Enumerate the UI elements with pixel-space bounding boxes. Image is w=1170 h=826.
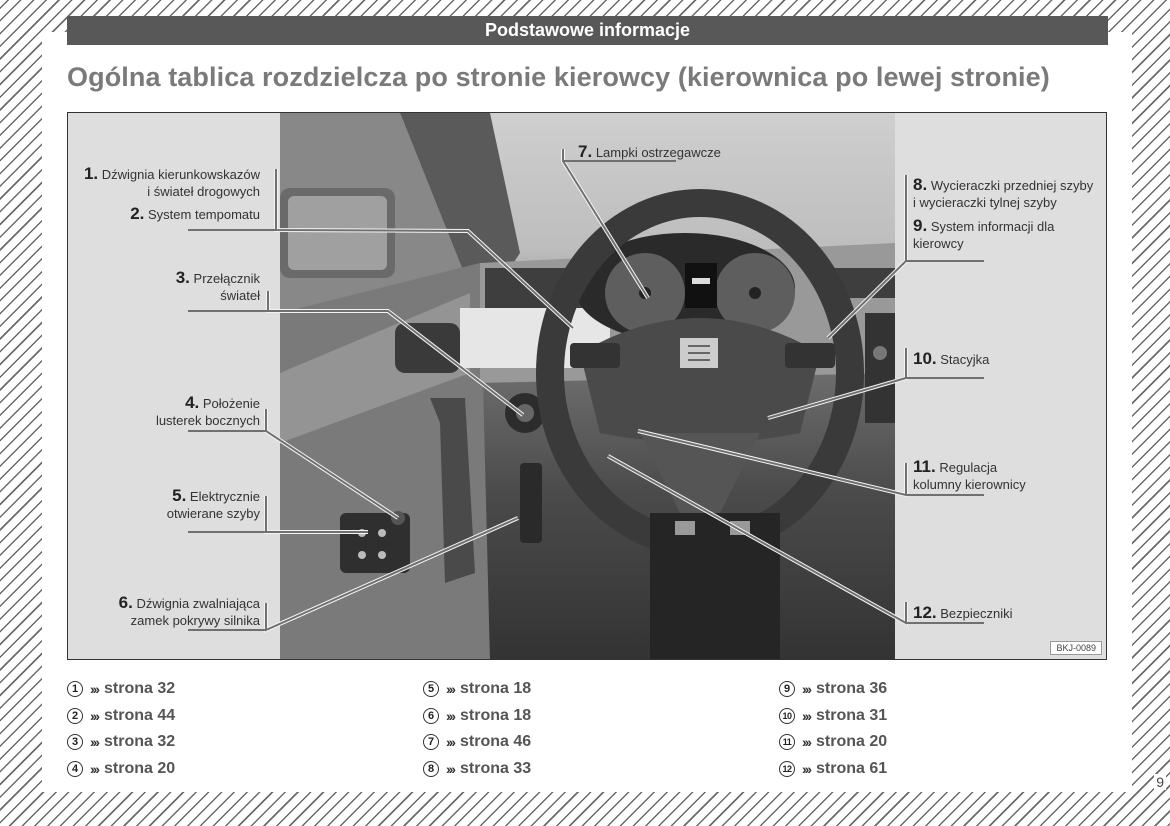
number-circle-icon: 11 <box>779 734 795 751</box>
callout-9: 9. System informacji dla kierowcy <box>913 216 1055 251</box>
link-arrows-icon: ››› <box>446 707 456 724</box>
reference-item[interactable]: 6 ››› strona 18 <box>423 703 531 730</box>
section-header: Podstawowe informacje <box>67 16 1108 45</box>
reference-link[interactable]: strona 44 <box>104 706 176 724</box>
number-circle-icon: 7 <box>423 734 439 751</box>
reference-item[interactable]: 1 ››› strona 32 <box>67 676 175 703</box>
number-circle-icon: 1 <box>67 681 83 698</box>
number-circle-icon: 2 <box>67 707 83 724</box>
reference-item[interactable]: 2 ››› strona 44 <box>67 703 175 730</box>
link-arrows-icon: ››› <box>90 734 100 751</box>
link-arrows-icon: ››› <box>446 760 456 777</box>
callout-1: 1. Dźwignia kierunkowskazów i świateł dr… <box>83 164 260 199</box>
link-arrows-icon: ››› <box>90 707 100 724</box>
number-circle-icon: 3 <box>67 734 83 751</box>
link-arrows-icon: ››› <box>802 760 812 777</box>
link-arrows-icon: ››› <box>446 734 456 751</box>
reference-item[interactable]: 4 ››› strona 20 <box>67 756 175 783</box>
dashboard-photo <box>280 113 895 659</box>
reference-link[interactable]: strona 46 <box>460 733 532 751</box>
callout-6: 6. Dźwignia zwalniająca zamek pokrywy si… <box>118 593 260 628</box>
callout-11: 11. Regulacja kolumny kierownicy <box>913 457 1026 492</box>
callout-10: 10. Stacyjka <box>913 349 990 368</box>
number-circle-icon: 4 <box>67 760 83 777</box>
callout-12: 12. Bezpieczniki <box>913 603 1013 622</box>
callout-8: 8. Wycieraczki przedniej szyby i wyciera… <box>913 175 1094 210</box>
callout-2: 2. System tempomatu <box>130 204 260 223</box>
callout-3: 3. Przełącznik świateł <box>175 268 260 303</box>
number-circle-icon: 8 <box>423 760 439 777</box>
reference-link[interactable]: strona 36 <box>816 680 888 698</box>
link-arrows-icon: ››› <box>802 681 812 698</box>
reference-link[interactable]: strona 18 <box>460 680 532 698</box>
callout-7: 7. Lampki ostrzegawcze <box>578 142 721 161</box>
reference-link[interactable]: strona 32 <box>104 733 176 751</box>
reference-column-2: 5 ››› strona 18 6 ››› strona 18 7 ››› st… <box>423 676 531 782</box>
number-circle-icon: 9 <box>779 681 795 698</box>
reference-item[interactable]: 9 ››› strona 36 <box>779 676 887 703</box>
reference-item[interactable]: 5 ››› strona 18 <box>423 676 531 703</box>
link-arrows-icon: ››› <box>802 707 812 724</box>
reference-item[interactable]: 11 ››› strona 20 <box>779 729 887 756</box>
number-circle-icon: 10 <box>779 707 795 724</box>
number-circle-icon: 12 <box>779 760 795 777</box>
reference-link[interactable]: strona 31 <box>816 706 888 724</box>
figure-code: BKJ-0089 <box>1050 641 1102 655</box>
dashboard-illustration <box>280 113 895 659</box>
reference-column-3: 9 ››› strona 36 10 ››› strona 31 11 ››› … <box>779 676 887 782</box>
reference-link[interactable]: strona 33 <box>460 759 532 777</box>
reference-link[interactable]: strona 18 <box>460 706 532 724</box>
reference-item[interactable]: 8 ››› strona 33 <box>423 756 531 783</box>
reference-item[interactable]: 10 ››› strona 31 <box>779 703 887 730</box>
callout-4: 4. Położenie lusterek bocznych <box>155 393 260 428</box>
reference-link[interactable]: strona 20 <box>104 759 176 777</box>
reference-item[interactable]: 3 ››› strona 32 <box>67 729 175 756</box>
link-arrows-icon: ››› <box>446 681 456 698</box>
link-arrows-icon: ››› <box>90 760 100 777</box>
link-arrows-icon: ››› <box>802 734 812 751</box>
reference-item[interactable]: 12 ››› strona 61 <box>779 756 887 783</box>
number-circle-icon: 6 <box>423 707 439 724</box>
number-circle-icon: 5 <box>423 681 439 698</box>
link-arrows-icon: ››› <box>90 681 100 698</box>
callout-5: 5. Elektrycznie otwierane szyby <box>166 486 260 521</box>
dashboard-figure: 1. Dźwignia kierunkowskazów i świateł dr… <box>67 112 1107 660</box>
reference-column-1: 1 ››› strona 32 2 ››› strona 44 3 ››› st… <box>67 676 175 782</box>
reference-link[interactable]: strona 61 <box>816 759 888 777</box>
page-title: Ogólna tablica rozdzielcza po stronie ki… <box>67 62 1050 92</box>
reference-link[interactable]: strona 20 <box>816 733 888 751</box>
reference-item[interactable]: 7 ››› strona 46 <box>423 729 531 756</box>
page-number: 9 <box>1154 774 1166 790</box>
reference-link[interactable]: strona 32 <box>104 680 176 698</box>
